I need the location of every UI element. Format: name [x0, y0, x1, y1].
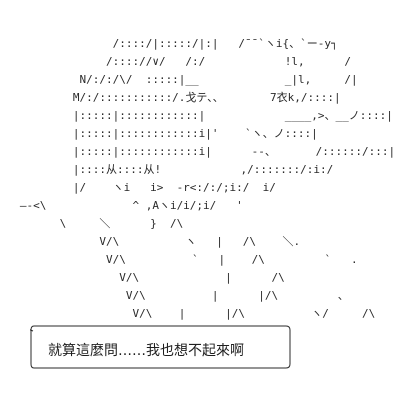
art-line: |::::从::::从! ,/:::::::/:i:/ [0, 163, 334, 176]
speech-bubble [30, 322, 292, 372]
speech-bubble-frame [30, 325, 291, 369]
art-line: ―‐<\ ^ ,Aヽi/i/;i/ ' [0, 199, 243, 212]
art-line: M/:/:::::::::::/.戈テ、、 7衣k,/::::| [0, 91, 341, 104]
art-line: V/\ ` | /\ ` . [0, 253, 358, 266]
art-line: \ ＼ } /\ [0, 217, 184, 230]
art-line: V/\ ヽ | /\ ＼. [0, 235, 301, 248]
art-line: V/\ | |/\ 、 [0, 289, 349, 302]
speech-bubble-text: 就算這麼問……我也想不起來啊 [48, 343, 244, 359]
art-line: V/\ | /\ [0, 271, 285, 284]
art-line: |:::::|::::::::::::i| -‐、 /::::::/:::| [0, 145, 396, 158]
art-line: N/:/:/\/ :::::|__ _|l, /| [0, 73, 358, 86]
art-line: /:::://∨/ /:/ !l, / [0, 55, 351, 68]
art-line: |:::::|::::::::::::| ____,>、__ノ::::| [0, 109, 393, 122]
art-line: |:::::|::::::::::::i|' `ヽ、ノ::::| [0, 127, 318, 140]
art-line: |/ ヽi i> -r<:/:/;i:/ i/ [0, 181, 276, 194]
art-line: /::::/|:::::/|:| /¯¯`ヽi{、`ー-y┐ [0, 37, 338, 50]
art-line: V/\ | |/\ ヽ/ /\ [0, 307, 376, 320]
